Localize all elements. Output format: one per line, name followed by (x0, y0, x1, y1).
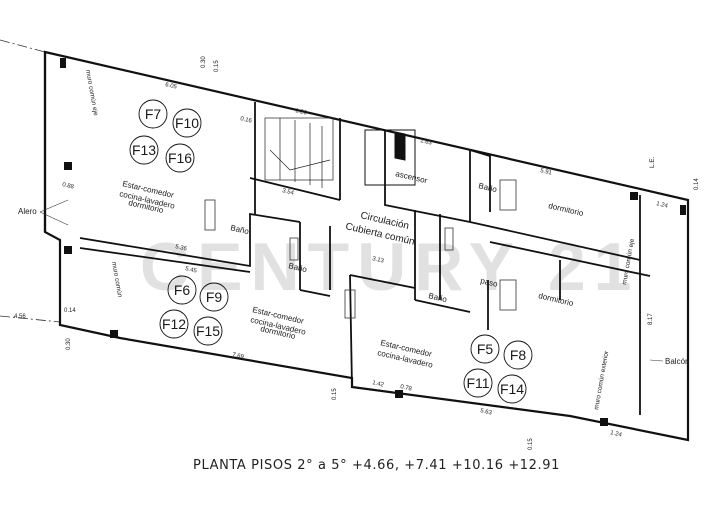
dimension: 0.16 (240, 116, 253, 125)
unit-circle (172, 108, 202, 138)
unit-circle (129, 135, 159, 165)
unit-circle (199, 282, 229, 312)
room-label: dormitorio (548, 201, 585, 218)
unit-label: F9 (206, 289, 223, 305)
dimension: 0.14 (694, 178, 700, 190)
unit-label: F5 (477, 341, 494, 357)
dimension: 0.15 (332, 388, 338, 400)
side-labels: Alero Balcón muro común eje muro común m… (18, 69, 689, 411)
dimension-labels: 6.05 5.91 5.36 5.45 7.69 5.63 3.54 3.13 … (14, 56, 700, 450)
dimension: 0.88 (62, 182, 75, 191)
unit-circle (470, 334, 500, 364)
room-label: Baño (230, 223, 251, 236)
room-label: paso (480, 276, 499, 289)
room-label: ascensor (395, 169, 429, 185)
dimension: 1.26 (295, 108, 308, 117)
staircase (264, 117, 334, 188)
unit-label: F6 (174, 282, 191, 298)
room-label: dormitorio (538, 291, 575, 308)
dimension: 0.30 (201, 56, 207, 68)
unit-label: F11 (466, 375, 489, 391)
dimension: 4.56 (14, 314, 26, 320)
dimension: 3.13 (372, 256, 385, 265)
alero-label: Alero (18, 207, 37, 216)
muro-label: muro común eje (84, 69, 99, 116)
le-label: L.E. (649, 156, 656, 168)
dimension: 6.05 (165, 82, 178, 91)
unit-label: F14 (500, 381, 524, 397)
fixtures (204, 179, 517, 319)
dimension: 1.42 (372, 380, 385, 389)
unit-circle (138, 99, 168, 129)
unit-label: F8 (510, 347, 527, 363)
unit-group-lower-right: F5 F8 F11 F14 (463, 334, 533, 404)
unit-label: F15 (196, 323, 220, 339)
floor-plan: F7 F10 F13 F16 F6 F9 F12 F15 F5 F8 F11 F… (0, 39, 700, 450)
dimension: 0.14 (64, 308, 76, 314)
dimension: 1.63 (420, 138, 433, 147)
unit-label: F13 (132, 142, 156, 158)
unit-circle (503, 340, 533, 370)
unit-label: F10 (175, 115, 199, 131)
dimension: 0.30 (66, 338, 72, 350)
dimension: 1.24 (656, 201, 669, 210)
room-label: Baño (428, 291, 449, 304)
unit-label: F12 (162, 316, 186, 332)
muro-label: muro común exterior (593, 350, 610, 411)
muro-label: muro común eje (621, 238, 636, 285)
plan-caption: PLANTA PISOS 2° a 5° +4.66, +7.41 +10.16… (193, 458, 561, 473)
unit-label: F7 (145, 106, 162, 122)
dimension: 0.78 (400, 384, 413, 393)
unit-group-upper-left: F7 F10 F13 F16 (129, 99, 202, 173)
dimension: 5.63 (480, 408, 493, 417)
dimension: 8.17 (648, 313, 654, 325)
dimension: 0.15 (528, 438, 534, 450)
room-label: Baño (288, 261, 309, 274)
dimension: 5.45 (185, 266, 198, 275)
columns (60, 58, 686, 426)
dimension: 5.91 (540, 168, 553, 177)
interior-walls (79, 102, 651, 415)
unit-label: F16 (168, 150, 192, 166)
property-lines (0, 39, 61, 323)
dimension: 1.24 (610, 430, 623, 439)
unit-circle (159, 309, 189, 339)
dimension: 0.15 (214, 60, 220, 72)
balcon-label: Balcón (665, 357, 689, 366)
muro-label: muro común (110, 261, 123, 298)
unit-circle (497, 374, 527, 404)
dimension: 5.36 (175, 244, 188, 253)
unit-circle (193, 316, 223, 346)
dimension: 7.69 (232, 352, 245, 361)
building-outline (43, 50, 690, 442)
unit-circle (463, 368, 493, 398)
unit-circle (165, 143, 195, 173)
unit-group-lower-left: F6 F9 F12 F15 (159, 275, 229, 346)
room-label: Baño (478, 181, 499, 194)
elevator-shaft (364, 129, 416, 186)
dimension: 3.54 (282, 188, 295, 197)
unit-circle (167, 275, 197, 305)
